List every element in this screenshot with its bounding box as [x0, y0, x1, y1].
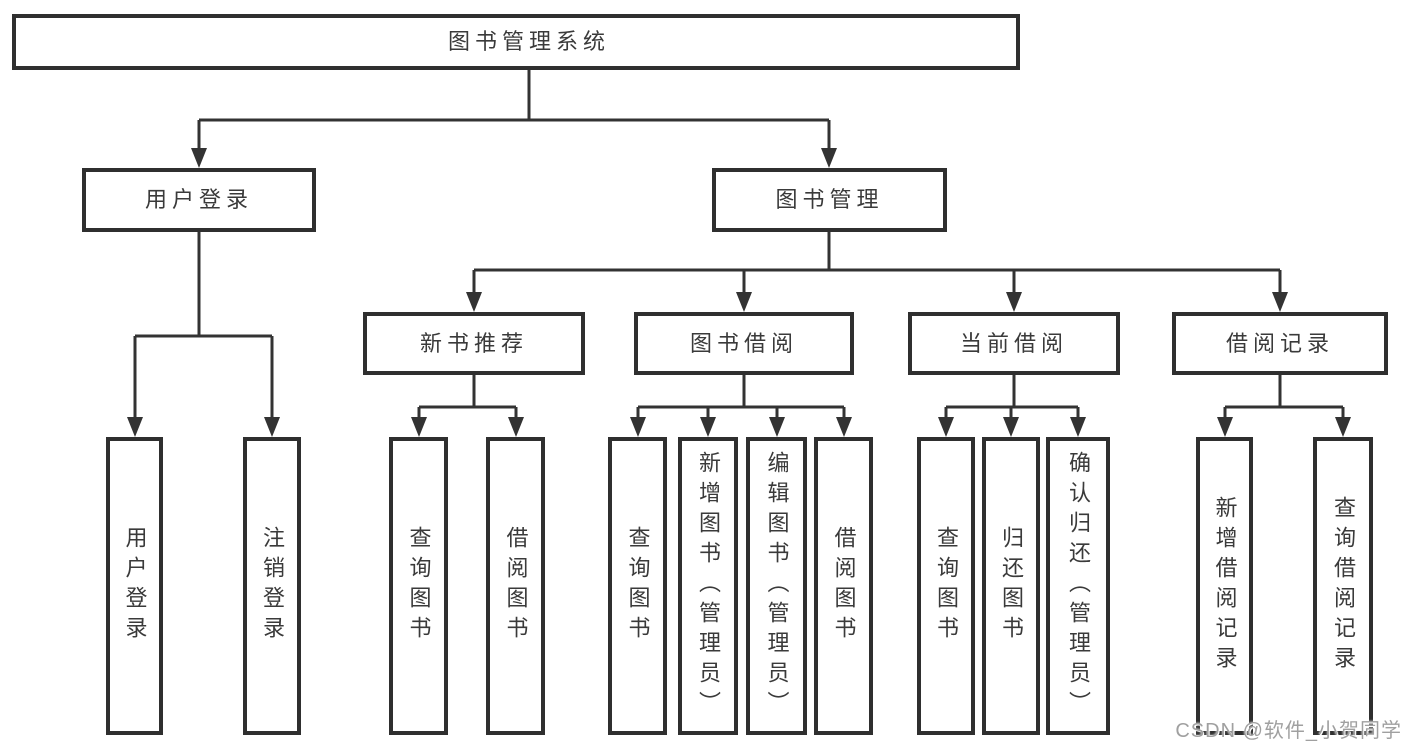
- node-new-book-recommend: 新书推荐: [363, 312, 585, 375]
- node-leaf-bb-borrow-books: 借阅图书: [814, 437, 873, 735]
- node-book-borrow-label: 图书借阅: [689, 330, 798, 356]
- node-user-login-branch: 用户登录: [82, 168, 316, 232]
- connector-book-borrow-children: [630, 375, 852, 437]
- csdn-watermark: CSDN @软件_小贺同学: [1175, 720, 1402, 742]
- node-leaf-cb-query-books: 查询图书: [917, 437, 975, 735]
- node-leaf-nb-query-books: 查询图书: [389, 437, 448, 735]
- node-leaf-cb-query-books-label: 查询图书: [934, 526, 959, 646]
- node-leaf-br-query-record-label: 查询借阅记录: [1331, 496, 1356, 676]
- node-leaf-bb-edit-books-admin: 编辑图书（管理员）: [746, 437, 807, 735]
- node-leaf-bb-add-books-admin-label: 新增图书（管理员）: [696, 451, 721, 721]
- connector-root-to-level2: [191, 70, 837, 168]
- node-current-borrow: 当前借阅: [908, 312, 1120, 375]
- connector-user-login-children: [127, 232, 280, 437]
- node-book-borrow: 图书借阅: [634, 312, 854, 375]
- node-borrow-records-label: 借阅记录: [1225, 330, 1334, 356]
- node-leaf-user-login: 用户登录: [106, 437, 163, 735]
- node-book-mgmt-branch: 图书管理: [712, 168, 947, 232]
- node-leaf-br-query-record: 查询借阅记录: [1313, 437, 1373, 735]
- node-leaf-br-add-record-label: 新增借阅记录: [1212, 496, 1238, 676]
- node-leaf-nb-borrow-books-label: 借阅图书: [503, 526, 529, 646]
- node-leaf-nb-query-books-label: 查询图书: [406, 526, 432, 646]
- connector-new-book-children: [411, 375, 524, 437]
- node-leaf-bb-edit-books-admin-label: 编辑图书（管理员）: [764, 451, 790, 721]
- node-leaf-bb-query-books-label: 查询图书: [625, 526, 651, 646]
- node-leaf-br-add-record: 新增借阅记录: [1196, 437, 1253, 735]
- node-leaf-bb-borrow-books-label: 借阅图书: [831, 526, 857, 646]
- node-leaf-logout-label: 注销登录: [260, 526, 285, 646]
- node-new-book-recommend-label: 新书推荐: [419, 330, 528, 356]
- node-root-book-mgmt-system: 图书管理系统: [12, 14, 1020, 70]
- node-current-borrow-label: 当前借阅: [959, 330, 1068, 356]
- node-leaf-cb-return-books-label: 归还图书: [999, 526, 1024, 646]
- node-borrow-records: 借阅记录: [1172, 312, 1388, 375]
- node-leaf-cb-confirm-return-admin: 确认归还（管理员）: [1046, 437, 1110, 735]
- node-leaf-bb-query-books: 查询图书: [608, 437, 667, 735]
- node-leaf-cb-confirm-return-admin-label: 确认归还（管理员）: [1066, 451, 1091, 721]
- node-leaf-nb-borrow-books: 借阅图书: [486, 437, 545, 735]
- node-leaf-user-login-label: 用户登录: [122, 526, 148, 646]
- connector-book-mgmt-children: [466, 232, 1288, 312]
- node-book-mgmt-branch-label: 图书管理: [775, 187, 884, 212]
- connector-borrow-records-children: [1217, 375, 1351, 437]
- node-leaf-bb-add-books-admin: 新增图书（管理员）: [678, 437, 738, 735]
- node-root-book-mgmt-system-label: 图书管理系统: [447, 29, 610, 54]
- connector-current-borrow-children: [938, 375, 1086, 437]
- node-user-login-branch-label: 用户登录: [144, 187, 253, 212]
- node-leaf-cb-return-books: 归还图书: [982, 437, 1040, 735]
- node-leaf-logout: 注销登录: [243, 437, 301, 735]
